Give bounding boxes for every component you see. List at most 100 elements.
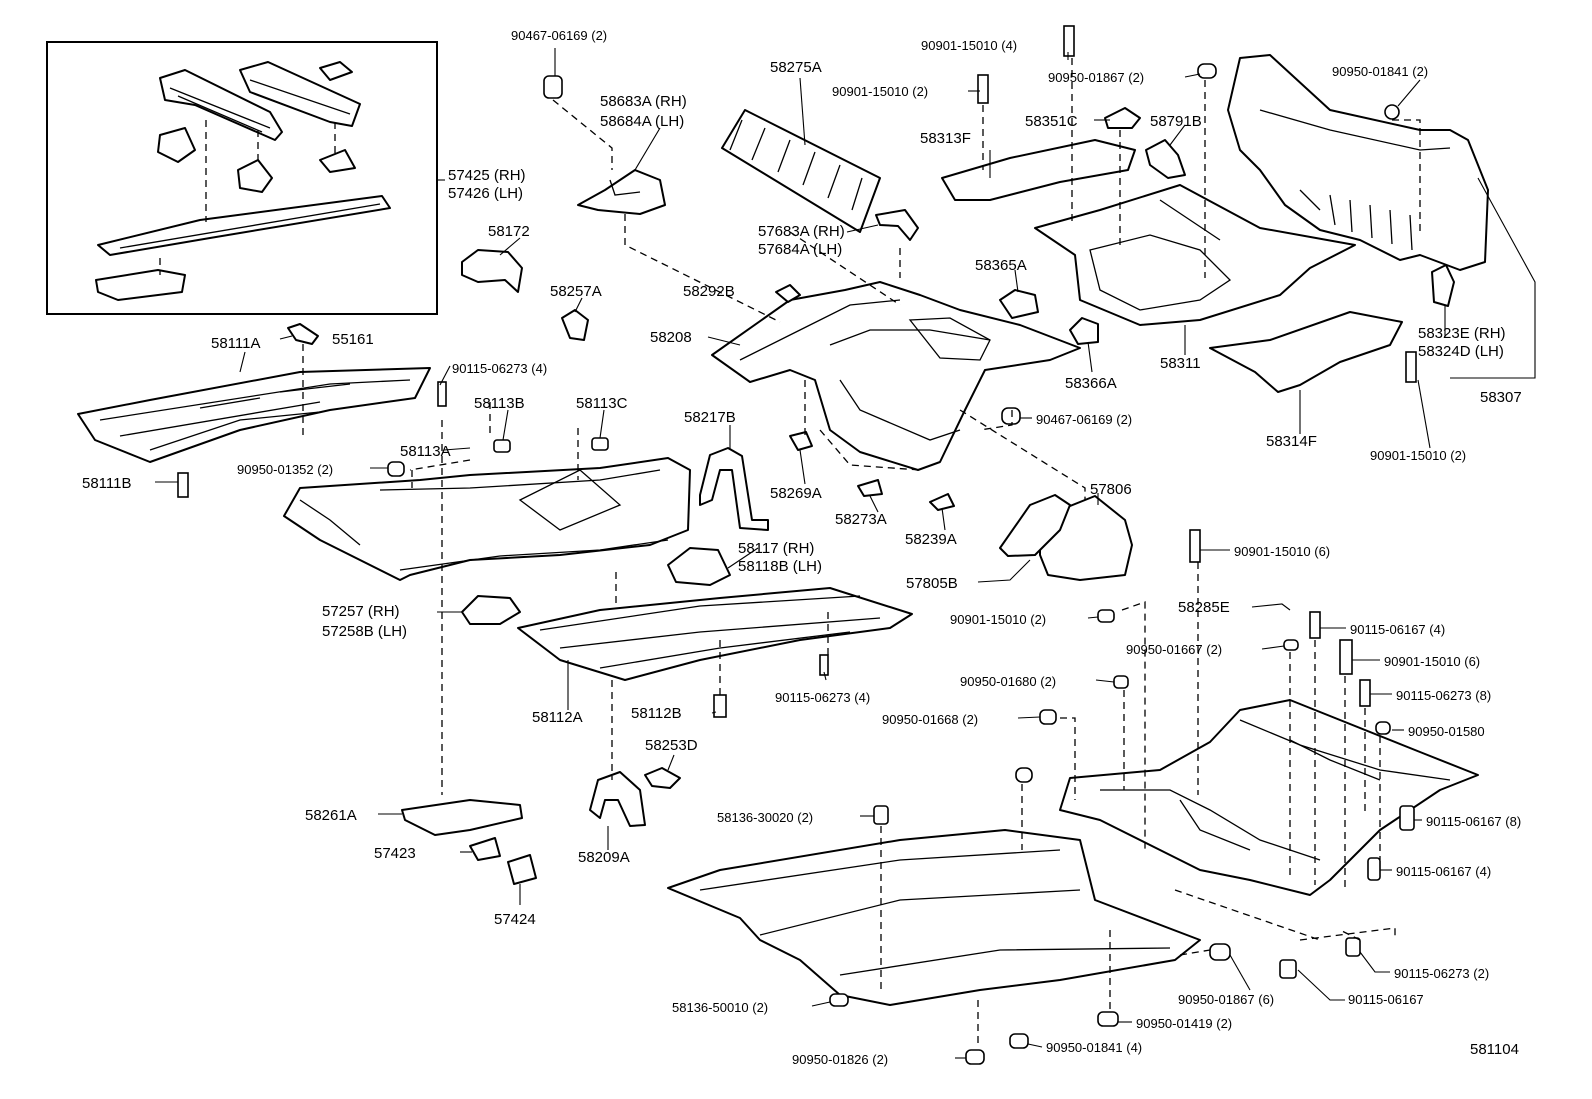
label-58208: 58208 bbox=[650, 329, 692, 346]
bolt-90115-06273-b bbox=[1359, 679, 1371, 707]
label-90901-15010-6-b: 90901-15010 (6) bbox=[1384, 654, 1480, 669]
nut-90467-06169-right bbox=[1001, 407, 1021, 425]
label-58311: 58311 bbox=[1160, 355, 1201, 372]
plug-90950-01667 bbox=[1283, 639, 1299, 651]
label-57425: 57425 (RH) bbox=[448, 167, 526, 184]
part-58117-reinforcement[interactable] bbox=[667, 547, 731, 586]
label-90115-06167-8: 90115-06167 (8) bbox=[1426, 814, 1521, 829]
part-58323e-bracket[interactable] bbox=[1431, 264, 1455, 307]
part-58208-rear-floor-pan[interactable] bbox=[711, 281, 1081, 471]
label-58111b: 58111B bbox=[82, 475, 132, 492]
label-58113b: 58113B bbox=[474, 395, 525, 412]
part-58313f-crossmember[interactable] bbox=[941, 139, 1136, 201]
leader-lines bbox=[155, 48, 1536, 1059]
part-58269a-bracket[interactable] bbox=[789, 431, 813, 451]
part-58112a-front-floor-rh[interactable] bbox=[517, 587, 913, 681]
label-57806: 57806 bbox=[1090, 481, 1132, 498]
part-57683a-bracket[interactable] bbox=[875, 209, 919, 241]
part-58366a-mount[interactable] bbox=[1069, 317, 1099, 345]
bolt-58136-30020 bbox=[873, 805, 889, 825]
label-57257: 57257 (RH) bbox=[322, 603, 400, 620]
part-58292b-bracket[interactable] bbox=[775, 284, 801, 303]
part-58209a-bracket[interactable] bbox=[589, 771, 646, 827]
nut-90467-06169-top bbox=[543, 75, 563, 99]
bolt-90115-06273-2 bbox=[1345, 937, 1361, 957]
label-90115-06167-4-b: 90115-06167 (4) bbox=[1396, 864, 1491, 879]
label-58117: 58117 (RH) bbox=[738, 540, 814, 557]
label-90901-15010-4: 90901-15010 (4) bbox=[921, 38, 1017, 53]
bolt-58136-50010 bbox=[829, 993, 849, 1007]
part-58113a-front-floor-center[interactable] bbox=[283, 457, 691, 581]
part-58791b-bracket[interactable] bbox=[1145, 139, 1186, 179]
part-58307-rear-body-panel[interactable] bbox=[1227, 54, 1489, 271]
inset-box-side-member[interactable] bbox=[46, 41, 438, 315]
label-90115-06273-8: 90115-06273 (8) bbox=[1396, 688, 1491, 703]
label-57424: 57424 bbox=[494, 911, 536, 928]
bolt-90901-15010-mid bbox=[977, 74, 989, 104]
label-90950-01352: 90950-01352 (2) bbox=[237, 462, 333, 477]
part-58261a-bracket[interactable] bbox=[401, 799, 523, 836]
label-90950-01867-2: 90950-01867 (2) bbox=[1048, 70, 1144, 85]
label-57426: 57426 (LH) bbox=[448, 185, 523, 202]
label-58285e: 58285E bbox=[1178, 599, 1230, 616]
part-57423-bracket[interactable] bbox=[469, 837, 501, 861]
label-57423: 57423 bbox=[374, 845, 416, 862]
part-front-floor-pan-assembly[interactable] bbox=[667, 829, 1201, 1006]
label-58112b: 58112B bbox=[631, 705, 682, 722]
label-58113a: 58113A bbox=[400, 443, 451, 460]
label-90115-06273-2: 90115-06273 (2) bbox=[1394, 966, 1489, 981]
part-58217b-bracket[interactable] bbox=[699, 447, 769, 531]
label-58292b: 58292B bbox=[683, 283, 735, 300]
part-58314f-crossmember[interactable] bbox=[1209, 311, 1403, 393]
label-57805b: 57805B bbox=[906, 575, 958, 592]
fasteners bbox=[177, 25, 1417, 1065]
label-58239a: 58239A bbox=[905, 531, 957, 548]
part-58239a-plate[interactable] bbox=[929, 493, 955, 511]
part-57805b-extension[interactable] bbox=[999, 494, 1071, 557]
label-90950-01841-4: 90950-01841 (4) bbox=[1046, 1040, 1142, 1055]
part-58365a-mount[interactable] bbox=[999, 289, 1039, 319]
part-55161-bracket[interactable] bbox=[287, 323, 319, 345]
part-58311-spare-tire-pan[interactable] bbox=[1034, 184, 1356, 326]
label-58209a: 58209A bbox=[578, 849, 630, 866]
plug-floor-front bbox=[1015, 767, 1033, 783]
label-58217b: 58217B bbox=[684, 409, 736, 426]
part-58683a-bracket[interactable] bbox=[577, 169, 666, 215]
label-58323e: 58323E (RH) bbox=[1418, 325, 1506, 342]
part-58257a-bracket[interactable] bbox=[561, 309, 589, 341]
label-90115-06167-4-a: 90115-06167 (4) bbox=[1350, 622, 1445, 637]
label-58118b: 58118B (LH) bbox=[738, 558, 822, 575]
plug-90950-01352 bbox=[387, 461, 405, 477]
label-58275a: 58275A bbox=[770, 59, 822, 76]
bolt-90901-15010-right bbox=[1405, 351, 1417, 383]
label-90950-01826: 90950-01826 (2) bbox=[792, 1052, 888, 1067]
part-58273a-plate[interactable] bbox=[857, 479, 883, 497]
plug-90950-01867-top bbox=[1197, 63, 1217, 79]
part-57424-bracket[interactable] bbox=[507, 854, 537, 885]
label-58313f: 58313F bbox=[920, 130, 971, 147]
label-58253d: 58253D bbox=[645, 737, 698, 754]
part-58351c-mount[interactable] bbox=[1104, 107, 1141, 129]
part-58111a-front-floor[interactable] bbox=[77, 367, 431, 463]
part-rear-floor-pan-assembly[interactable] bbox=[1059, 699, 1479, 896]
label-90950-01580: 90950-01580 bbox=[1408, 724, 1485, 739]
part-58275a-rear-floor-board[interactable] bbox=[721, 109, 881, 233]
label-58273a: 58273A bbox=[835, 511, 887, 528]
label-58113c: 58113C bbox=[576, 395, 628, 412]
part-57257-bracket[interactable] bbox=[461, 595, 521, 625]
label-90115-06167: 90115-06167 bbox=[1348, 992, 1424, 1007]
label-58365a: 58365A bbox=[975, 257, 1027, 274]
label-57684a: 57684A (LH) bbox=[758, 241, 842, 258]
label-58791b: 58791B bbox=[1150, 113, 1202, 130]
bolt-90901-15010-top bbox=[1063, 25, 1075, 57]
label-90901-15010-2-low: 90901-15010 (2) bbox=[950, 612, 1046, 627]
label-58112a: 58112A bbox=[532, 709, 583, 726]
part-58172-bracket[interactable] bbox=[461, 249, 523, 293]
label-90950-01667: 90950-01667 (2) bbox=[1126, 642, 1222, 657]
bolt-90901-15010-lower bbox=[1189, 529, 1201, 563]
label-90950-01867-6: 90950-01867 (6) bbox=[1178, 992, 1274, 1007]
bolt-90901-15010-b bbox=[1339, 639, 1353, 675]
label-90115-06273-4-top: 90115-06273 (4) bbox=[452, 361, 547, 376]
part-58253d-bracket[interactable] bbox=[644, 767, 681, 789]
label-57258b: 57258B (LH) bbox=[322, 623, 407, 640]
